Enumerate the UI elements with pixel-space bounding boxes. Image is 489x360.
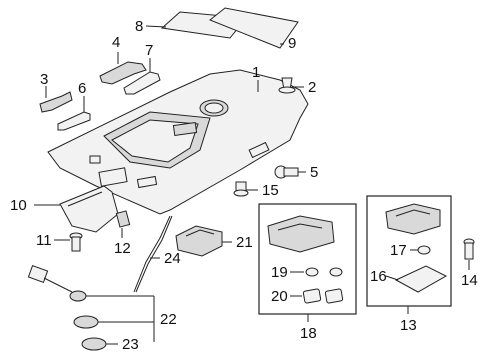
callout-4: 4 [112, 34, 120, 51]
clip-15: 15 [233, 181, 279, 199]
bracket-3: 3 [39, 71, 73, 113]
callout-7: 7 [145, 42, 153, 59]
insulation-pad-9: 9 [209, 7, 299, 52]
visor-holder-12: 12 [114, 210, 131, 257]
callout-18: 18 [300, 325, 317, 342]
headliner-1: 1 [47, 64, 309, 215]
callout-21: 21 [236, 234, 253, 251]
callout-10: 10 [10, 197, 27, 214]
clip-2: 2 [278, 77, 316, 96]
group-box-13 [366, 195, 452, 307]
callout-19: 19 [271, 264, 288, 281]
callout-13: 13 [400, 317, 417, 334]
wiring-harness-24: 24 [133, 215, 181, 293]
screw-11: 11 [36, 232, 83, 252]
lamp-bracket-21: 21 [175, 225, 253, 257]
grommet-23: 23 [81, 336, 139, 353]
screw-5: 5 [274, 164, 318, 181]
room-lamp-group-13: 17 16 13 [366, 195, 452, 334]
callout-23: 23 [122, 336, 139, 353]
callout-16: 16 [370, 268, 387, 285]
map-lamp-group-18: 19 20 18 [258, 203, 357, 342]
bracket-4: 4 [99, 34, 147, 85]
callout-6: 6 [78, 80, 86, 97]
callout-8: 8 [135, 18, 143, 35]
sun-visor-10: 10 [10, 185, 119, 233]
callout-9: 9 [288, 35, 296, 52]
connector-22: 22 [27, 264, 177, 342]
callout-17: 17 [390, 242, 407, 259]
callout-1: 1 [252, 64, 260, 81]
callout-15: 15 [262, 182, 279, 199]
callout-2: 2 [308, 79, 316, 96]
callout-20: 20 [271, 288, 288, 305]
callout-14: 14 [461, 272, 478, 289]
callout-12: 12 [114, 240, 131, 257]
callout-22: 22 [160, 311, 177, 328]
callout-24: 24 [164, 250, 181, 267]
callout-3: 3 [40, 71, 48, 88]
assist-handle-6: 6 [57, 80, 91, 131]
callout-5: 5 [310, 164, 318, 181]
assist-handle-7: 7 [123, 42, 161, 95]
callout-11: 11 [36, 232, 52, 249]
screw-14: 14 [461, 238, 478, 289]
